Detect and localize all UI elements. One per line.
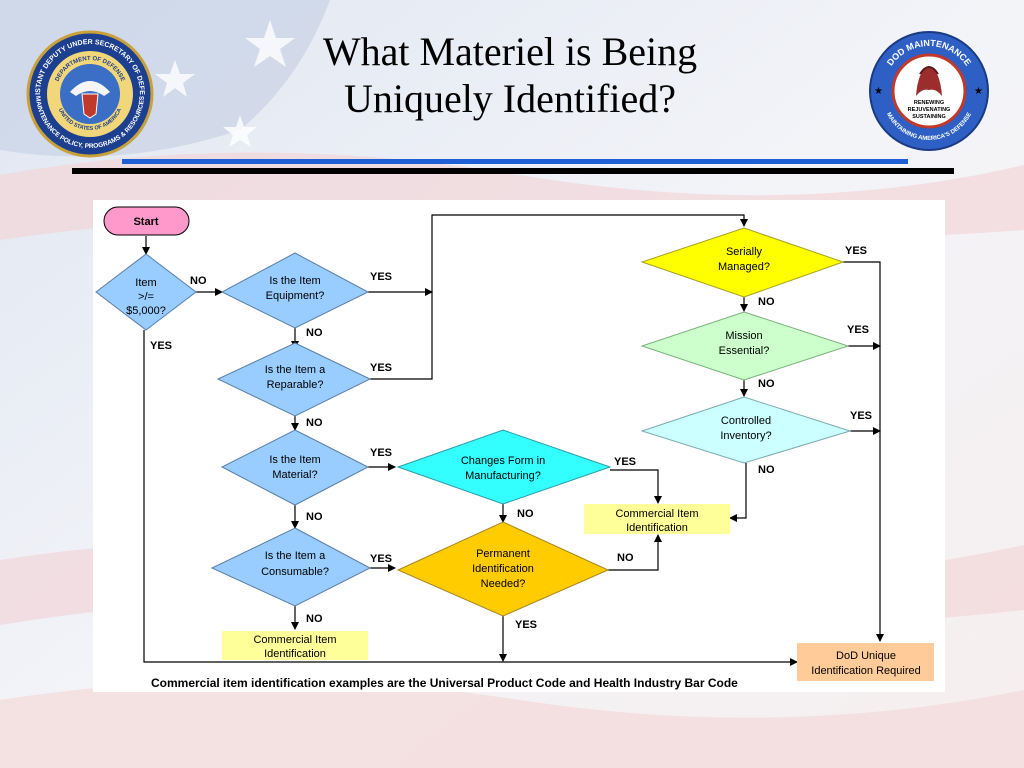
equipment-line-2: Equipment? — [266, 290, 325, 302]
label-reparable-no: NO — [306, 417, 323, 429]
consumable-line-1: Is the Item a — [265, 550, 326, 562]
label-equipment-no: NO — [306, 327, 323, 339]
seal-right-center-1: RENEWING — [914, 100, 944, 106]
decision-changes-form — [396, 429, 612, 505]
commercial-box-mid: Commercial Item Identification — [584, 504, 730, 534]
svg-text:Identification: Identification — [264, 648, 326, 660]
material-line-1: Is the Item — [269, 454, 320, 466]
decision-nodes — [95, 227, 852, 617]
permanent-line-1: Permanent — [476, 548, 530, 560]
edge-cost-yes — [143, 330, 798, 666]
mission-line-1: Mission — [725, 330, 762, 342]
svg-text:DoD Unique: DoD Unique — [836, 650, 896, 662]
controlled-line-2: Inventory? — [720, 430, 771, 442]
label-material-yes: YES — [370, 447, 392, 459]
decision-consumable — [210, 527, 372, 607]
svg-text:Commercial Item: Commercial Item — [615, 508, 698, 520]
decision-equipment — [220, 252, 370, 329]
changes-form-line-2: Manufacturing? — [465, 470, 541, 482]
decision-mission — [640, 311, 850, 381]
label-consumable-yes: YES — [370, 553, 392, 565]
svg-text:Identification Required: Identification Required — [811, 665, 920, 677]
footnote: Commercial item identification examples … — [151, 676, 738, 690]
dod-unique-box: DoD Unique Identification Required — [797, 643, 934, 681]
label-controlled-yes: YES — [850, 410, 872, 422]
edge-controlled-no — [729, 463, 747, 522]
svg-text:Identification: Identification — [626, 522, 688, 534]
label-controlled-no: NO — [758, 464, 775, 476]
cost-line-1: Item — [135, 277, 156, 289]
changes-form-line-1: Changes Form in — [461, 455, 545, 467]
commercial-box-left: Commercial Item Identification — [222, 631, 368, 660]
header-rules — [72, 159, 954, 174]
label-serially-no: NO — [758, 296, 775, 308]
decision-reparable — [216, 342, 372, 417]
title-line-1: What Materiel is Being — [322, 29, 698, 74]
consumable-line-2: Consumable? — [261, 566, 329, 578]
header-blue-rule — [122, 159, 908, 164]
reparable-line-2: Reparable? — [267, 379, 324, 391]
edge-serially-yes — [843, 261, 884, 642]
seal-right-center-3: SUSTAINING — [912, 114, 946, 120]
label-cost-yes: YES — [150, 340, 172, 352]
decision-labels: Item >/= $5,000? Is the Item Equipment? … — [126, 246, 772, 590]
equipment-line-1: Is the Item — [269, 275, 320, 287]
flowchart-panel: Start Item >/= $5,000? Is the Item Equip… — [93, 200, 945, 692]
material-line-2: Material? — [272, 469, 317, 481]
label-changes-no: NO — [517, 508, 534, 520]
decision-material — [220, 429, 370, 506]
label-cost-no: NO — [190, 275, 207, 287]
edge-permanent-no — [608, 534, 662, 571]
permanent-line-3: Needed? — [481, 578, 526, 590]
flowchart: Start Item >/= $5,000? Is the Item Equip… — [95, 206, 934, 681]
label-mission-no: NO — [758, 378, 775, 390]
svg-text:Commercial Item: Commercial Item — [253, 634, 336, 646]
dod-seal-logo: ASSISTANT DEPUTY UNDER SECRETARY OF DEFE… — [26, 30, 154, 158]
edge-changes-yes — [610, 469, 662, 504]
permanent-line-2: Identification — [472, 563, 534, 575]
label-mission-yes: YES — [847, 324, 869, 336]
serially-line-2: Managed? — [718, 261, 770, 273]
decision-serially — [640, 227, 845, 298]
label-equipment-yes: YES — [370, 271, 392, 283]
seal-right-center-2: REJUVENATING — [908, 107, 951, 113]
label-changes-yes: YES — [614, 456, 636, 468]
title-line-2: Uniquely Identified? — [343, 76, 677, 121]
edge-labels: NO YES YES NO YES NO YES NO YES NO YES N… — [150, 245, 872, 631]
star-icon: ★ — [974, 86, 983, 97]
cost-line-3: $5,000? — [126, 305, 166, 317]
start-node: Start — [103, 206, 190, 236]
controlled-line-1: Controlled — [721, 415, 771, 427]
decision-permanent — [396, 521, 610, 617]
edge-reparable-yes — [370, 214, 748, 380]
header-black-rule — [72, 168, 954, 174]
star-icon: ★ — [874, 86, 883, 97]
mission-line-2: Essential? — [719, 345, 770, 357]
label-permanent-no: NO — [617, 552, 634, 564]
label-material-no: NO — [306, 511, 323, 523]
label-consumable-no: NO — [306, 613, 323, 625]
slide-title: What Materiel is Being Uniquely Identifi… — [230, 28, 790, 122]
decision-controlled — [640, 396, 852, 464]
label-reparable-yes: YES — [370, 362, 392, 374]
label-permanent-yes: YES — [515, 619, 537, 631]
decision-cost — [95, 253, 197, 331]
reparable-line-1: Is the Item a — [265, 364, 326, 376]
serially-line-1: Serially — [726, 246, 763, 258]
label-serially-yes: YES — [845, 245, 867, 257]
cost-line-2: >/= — [138, 291, 154, 303]
dod-maintenance-seal-logo: DOD MAINTENANCE MAINTAINING AMERICA'S DE… — [869, 31, 989, 151]
svg-text:Start: Start — [133, 216, 158, 228]
